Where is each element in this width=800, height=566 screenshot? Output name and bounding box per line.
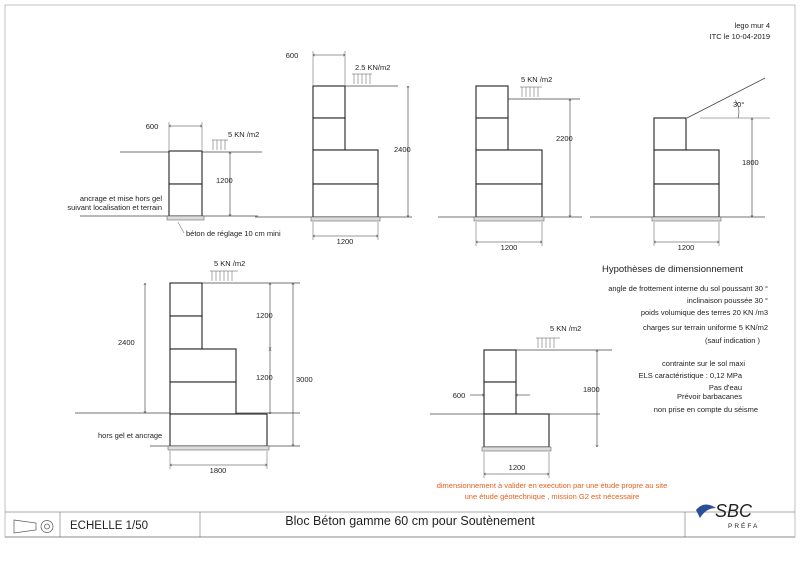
hypothesis-line: angle de frottement interne du sol pouss… — [608, 284, 768, 293]
concrete-block — [475, 117, 509, 151]
height-label: 2400 — [394, 145, 411, 154]
drawing-date: ITC le 10-04-2019 — [710, 32, 770, 41]
concrete-block — [475, 149, 543, 185]
concrete-block — [475, 85, 509, 119]
anchorage-note: ancrage et mise hors gel — [80, 194, 162, 203]
diagram-3: 5 KN /m2 2200 1200 — [438, 75, 582, 252]
base-width-label: 1200 — [337, 237, 354, 246]
concrete-block — [169, 413, 268, 447]
diagram-1: 600 5 KN /m2 1200 ancrage et mise hors g… — [67, 122, 281, 238]
drawing-reference: lego mur 4 — [735, 21, 770, 30]
design-hypotheses: Hypothèses de dimensionnement angle de f… — [602, 264, 768, 414]
base-width-label: 1200 — [501, 243, 518, 252]
concrete-block — [312, 117, 346, 151]
diagram-2: 600 2.5 KN/m2 2400 1200 — [255, 51, 412, 246]
concrete-block — [169, 381, 237, 415]
height-label: 1800 — [742, 158, 759, 167]
top-width-label: 600 — [146, 122, 159, 131]
concrete-block — [483, 381, 517, 415]
height-label: 2200 — [556, 134, 573, 143]
hypothesis-line: poids volumique des terres 20 KN /m3 — [641, 308, 768, 317]
concrete-block — [169, 315, 203, 350]
hypothesis-line: charges sur terrain uniforme 5 KN/m2 — [643, 323, 768, 332]
hypothesis-line: non prise en compte du séisme — [654, 405, 758, 414]
concrete-block — [483, 413, 550, 448]
concrete-block — [653, 149, 720, 185]
concrete-block — [168, 150, 203, 185]
slope-line — [686, 77, 766, 119]
logo-swoosh-icon — [696, 504, 716, 518]
diagram-5: 5 KN /m2 2400 1200 1200 3000 hors gel et… — [75, 259, 313, 475]
concrete-block — [483, 349, 517, 383]
base-width-label: 1200 — [678, 243, 695, 252]
anchorage-note: suivant localisation et terrain — [67, 203, 162, 212]
levelling-concrete — [166, 215, 205, 221]
step-height-label: 1200 — [256, 373, 273, 382]
drawing-title: Bloc Béton gamme 60 cm pour Soutènement — [285, 514, 535, 528]
load-hatch — [352, 73, 372, 84]
projection-symbol-icon — [13, 519, 54, 534]
sbc-logo: SBC PRÉFA — [696, 501, 759, 530]
concrete-block — [653, 117, 687, 151]
concrete-block — [169, 282, 203, 317]
concrete-block — [168, 183, 203, 217]
load-label: 5 KN /m2 — [521, 75, 552, 84]
load-label: 5 KN /m2 — [228, 130, 259, 139]
step-height-label: 1200 — [256, 311, 273, 320]
slope-angle-label: 30° — [733, 100, 744, 109]
load-label: 5 KN /m2 — [214, 259, 245, 268]
logo-text: SBC — [715, 501, 753, 521]
hypotheses-title: Hypothèses de dimensionnement — [602, 264, 743, 275]
title-block: ECHELLE 1/50 Bloc Béton gamme 60 cm pour… — [5, 501, 795, 538]
concrete-block — [312, 85, 346, 119]
load-hatch — [520, 86, 542, 97]
concrete-block — [653, 183, 720, 218]
load-hatch — [212, 139, 228, 150]
scale-label: ECHELLE 1/50 — [70, 520, 148, 532]
hypothesis-line: (sauf indication ) — [705, 336, 761, 345]
height-label: 2400 — [118, 338, 135, 347]
frost-anchorage-note: hors gel et ancrage — [98, 431, 162, 440]
logo-subtext: PRÉFA — [728, 521, 759, 530]
hypothesis-line: Pas d'eau — [709, 383, 742, 392]
top-width-label: 600 — [286, 51, 299, 60]
load-label: 2.5 KN/m2 — [355, 63, 390, 72]
levelling-concrete-note: béton de réglage 10 cm mini — [186, 229, 281, 238]
base-width-label: 1800 — [210, 466, 227, 475]
concrete-block — [475, 183, 543, 218]
diagram-4: 30° 1800 1200 — [590, 77, 770, 252]
concrete-block — [312, 183, 379, 218]
load-hatch — [210, 270, 238, 281]
top-width-label: 600 — [453, 391, 466, 400]
height-label: 1800 — [583, 385, 600, 394]
height-label: 1200 — [216, 176, 233, 185]
total-height-label: 3000 — [296, 375, 313, 384]
hypothesis-line: inclinaison poussée 30 ° — [687, 296, 768, 305]
concrete-block — [312, 149, 379, 185]
hypothesis-line: contrainte sur le sol maxi — [662, 359, 745, 368]
hypothesis-line: ELS caractéristique : 0,12 MPa — [639, 371, 743, 380]
diagram-6: 5 KN /m2 600 1800 1200 — [430, 324, 612, 478]
base-width-label: 1200 — [509, 463, 526, 472]
validation-warning: une étude géotechnique , mission G2 est … — [465, 492, 640, 501]
load-hatch — [536, 337, 560, 348]
hypothesis-line: Prévoir barbacanes — [677, 392, 742, 401]
concrete-block — [169, 348, 237, 383]
load-label: 5 KN /m2 — [550, 324, 581, 333]
validation-warning: dimensionnement à valider en execution p… — [437, 481, 668, 490]
